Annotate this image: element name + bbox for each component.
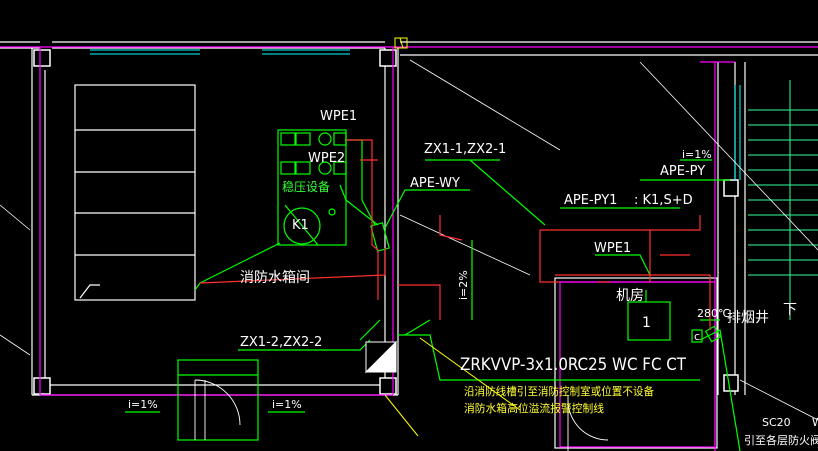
ape-wy-label: APE-WY <box>410 176 460 191</box>
note-line1-label: 沿消防线槽引至消防控制室或位置不设备 <box>464 384 654 398</box>
sc20-label: SC20 <box>762 416 791 429</box>
zx-bottom-label: ZX1-2,ZX2-2 <box>240 335 322 350</box>
leader-lines <box>0 59 818 421</box>
k1-label: K1 <box>292 218 309 233</box>
hatch-triangle <box>364 340 398 374</box>
wpe1-right-label: WPE1 <box>594 241 631 256</box>
water-tank-room-label: 消防水箱间 <box>240 270 310 286</box>
w-label: W <box>812 416 818 429</box>
box-1-label: 1 <box>642 315 651 331</box>
fire-damper-label: 280℃ <box>697 307 730 320</box>
windows <box>90 49 741 180</box>
red-control-lines <box>199 139 711 330</box>
slope-vertical-label: i=2% <box>457 270 470 300</box>
cable-spec-label: ZRKVVP-3x1.0RC25 WC FC CT <box>460 355 687 375</box>
yellow-elements <box>384 37 521 437</box>
bottom-note-label: 引至各层防火阀 <box>744 433 818 447</box>
note-line2-label: 消防水箱高位溢流报警控制线 <box>464 401 604 415</box>
ape-py-label: APE-PY <box>660 164 705 179</box>
slope-right-label: i=1% <box>682 148 712 161</box>
slope-mid-label: i=1% <box>272 398 302 411</box>
machine-room-label: 机房 <box>616 288 644 304</box>
magenta-boundaries <box>0 46 818 451</box>
stairs <box>748 80 818 320</box>
smoke-shaft-label: 排烟井 <box>727 310 769 326</box>
columns <box>33 49 739 395</box>
wpe1-top-label: WPE1 <box>320 109 357 124</box>
wpe2-label: WPE2 <box>308 151 345 166</box>
slope-left-label: i=1% <box>128 398 158 411</box>
pressure-equipment-label: 稳压设备 <box>282 179 330 194</box>
zx-top-label: ZX1-1,ZX2-1 <box>424 142 506 157</box>
down-label: 下 <box>783 302 797 318</box>
door-swings <box>194 379 609 451</box>
ape-py1-label: APE-PY1 <box>564 193 617 208</box>
ks-label: : K1,S+D <box>634 193 693 208</box>
structural-walls <box>0 41 818 449</box>
c-box-label: c <box>694 330 700 343</box>
water-tank <box>74 84 196 301</box>
